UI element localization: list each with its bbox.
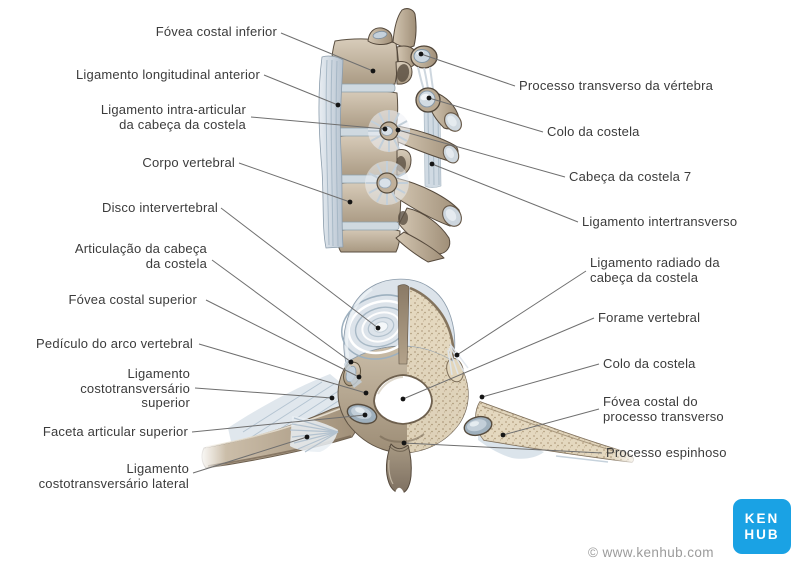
bottom-illustration bbox=[198, 278, 642, 495]
leader-ligamento-intertransverso bbox=[429, 161, 579, 223]
label-faceta-articular-superior: Faceta articular superior bbox=[42, 424, 188, 439]
transverse-process-facet bbox=[410, 45, 438, 69]
leader-ligamento-intra-articular bbox=[250, 116, 388, 132]
leader-colo-da-costela-bottom bbox=[479, 363, 600, 400]
rib-2 bbox=[396, 125, 460, 164]
leader-fovea-costal-do-processo-transverso bbox=[500, 408, 600, 438]
label-disco-intervertebral: Disco intervertebral bbox=[102, 200, 218, 215]
vertebral-arch bbox=[337, 345, 469, 454]
label-forame-vertebral: Forame vertebral bbox=[598, 310, 701, 325]
leader-cabeca-da-costela-7 bbox=[395, 127, 566, 178]
leader-faceta-articular-superior bbox=[191, 412, 368, 433]
spinous-process bbox=[379, 433, 425, 495]
leader-fovea-costal-inferior bbox=[280, 32, 376, 74]
label-ligamento-costotransversario-superior: Ligamento costotransversário superior bbox=[80, 366, 190, 410]
label-processo-transverso-da-vertebra: Processo transverso da vértebra bbox=[519, 78, 714, 93]
leader-disco-intervertebral bbox=[220, 207, 381, 331]
lateral-costotransverse-ligament bbox=[289, 416, 339, 453]
leader-corpo-vertebral bbox=[238, 162, 353, 205]
disc-annulus-rings bbox=[340, 287, 402, 360]
leader-forame-vertebral bbox=[400, 317, 595, 402]
leader-fovea-costal-superior bbox=[205, 299, 362, 380]
label-articulacao-da-cabeca-da-costela: Articulação da cabeça da costela bbox=[74, 241, 207, 271]
leader-ligamento-costotransversario-lateral bbox=[192, 434, 310, 474]
label-ligamento-radiado: Ligamento radiado da cabeça da costela bbox=[590, 255, 720, 285]
posterior-processes bbox=[367, 8, 418, 176]
kenhub-logo: KEN HUB bbox=[733, 499, 791, 554]
label-cabeca-da-costela-7: Cabeça da costela 7 bbox=[569, 169, 692, 184]
label-fovea-costal-superior: Fóvea costal superior bbox=[68, 292, 197, 307]
label-pediculo-do-arco-vertebral: Pedículo do arco vertebral bbox=[36, 336, 193, 351]
leader-colo-da-costela-top bbox=[426, 95, 544, 133]
leader-pediculo-do-arco-vertebral bbox=[198, 343, 369, 396]
kenhub-logo-line2: HUB bbox=[744, 526, 780, 542]
label-ligamento-costotransversario-lateral: Ligamento costotransversário lateral bbox=[38, 461, 189, 491]
leader-ligamento-radiado bbox=[454, 270, 587, 358]
anterior-longitudinal-ligament bbox=[318, 55, 344, 249]
costal-facet-right bbox=[463, 415, 493, 437]
label-fovea-costal-do-processo-transverso: Fóvea costal do processo transverso bbox=[603, 394, 724, 424]
disc-dome bbox=[340, 278, 469, 388]
leader-articulacao-da-cabeca-da-costela bbox=[211, 259, 354, 365]
costotransverse-strips bbox=[417, 66, 434, 91]
radiate-ligament-fan-1 bbox=[368, 110, 410, 152]
label-ligamento-intra-articular: Ligamento intra-articular da cabeça da c… bbox=[100, 102, 246, 132]
label-ligamento-intertransverso: Ligamento intertransverso bbox=[582, 214, 738, 229]
label-ligamento-longitudinal-anterior: Ligamento longitudinal anterior bbox=[76, 67, 260, 82]
label-colo-da-costela-top: Colo da costela bbox=[547, 124, 640, 139]
lower-processes bbox=[395, 207, 451, 263]
label-corpo-vertebral: Corpo vertebral bbox=[142, 155, 235, 170]
label-colo-da-costela-bottom: Colo da costela bbox=[603, 356, 696, 371]
top-illustration bbox=[318, 8, 463, 263]
leader-processo-espinhoso bbox=[401, 440, 603, 454]
kenhub-logo-line1: KEN bbox=[744, 510, 780, 526]
rib-3 bbox=[393, 177, 462, 227]
leader-ligamento-costotransversario-superior bbox=[194, 387, 335, 401]
copyright-text: © www.kenhub.com bbox=[588, 545, 714, 560]
label-fovea-costal-inferior: Fóvea costal inferior bbox=[155, 24, 277, 39]
radiate-ligament-fan-2 bbox=[365, 161, 409, 205]
left-rib bbox=[198, 401, 359, 474]
right-rib-cut bbox=[475, 401, 642, 468]
leader-lines bbox=[191, 32, 603, 474]
label-processo-espinhoso: Processo espinhoso bbox=[606, 445, 727, 460]
leader-ligamento-longitudinal-anterior bbox=[263, 74, 341, 108]
leader-processo-transverso-da-vertebra bbox=[418, 51, 516, 87]
costal-facet-left bbox=[346, 403, 378, 425]
